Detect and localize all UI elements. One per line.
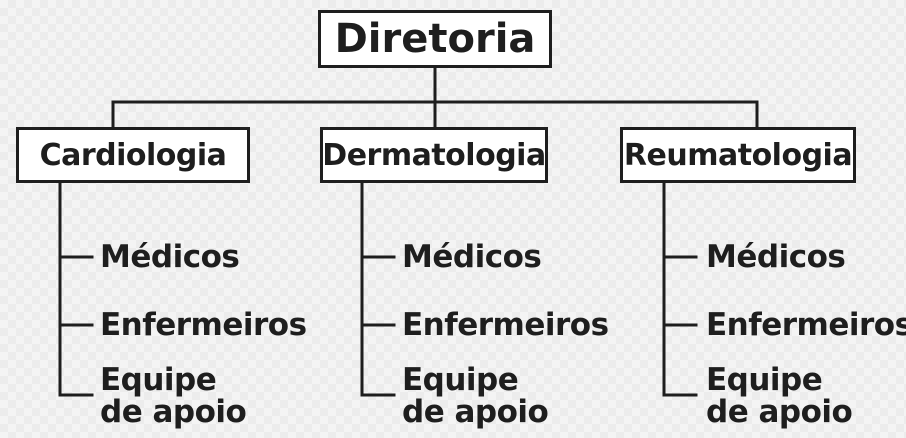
dept-label: Dermatologia bbox=[322, 137, 546, 173]
root-label: Diretoria bbox=[334, 16, 536, 62]
item-equipe: Equipe bbox=[706, 362, 823, 398]
dept-box-dermatologia: Dermatologia bbox=[320, 127, 548, 183]
dept-label: Reumatologia bbox=[623, 137, 853, 173]
item-equipe: Equipe bbox=[100, 362, 217, 398]
item-medicos: Médicos bbox=[706, 239, 846, 275]
item-de-apoio: de apoio bbox=[706, 394, 853, 430]
item-equipe: Equipe bbox=[402, 362, 519, 398]
root-box-diretoria: Diretoria bbox=[318, 10, 552, 68]
item-enfermeiros: Enfermeiros bbox=[706, 307, 906, 343]
item-enfermeiros: Enfermeiros bbox=[402, 307, 609, 343]
dept-box-cardiologia: Cardiologia bbox=[16, 127, 250, 183]
dept-box-reumatologia: Reumatologia bbox=[620, 127, 856, 183]
item-de-apoio: de apoio bbox=[402, 394, 549, 430]
dept-label: Cardiologia bbox=[39, 137, 227, 173]
item-de-apoio: de apoio bbox=[100, 394, 247, 430]
item-enfermeiros: Enfermeiros bbox=[100, 307, 307, 343]
item-medicos: Médicos bbox=[402, 239, 542, 275]
item-medicos: Médicos bbox=[100, 239, 240, 275]
